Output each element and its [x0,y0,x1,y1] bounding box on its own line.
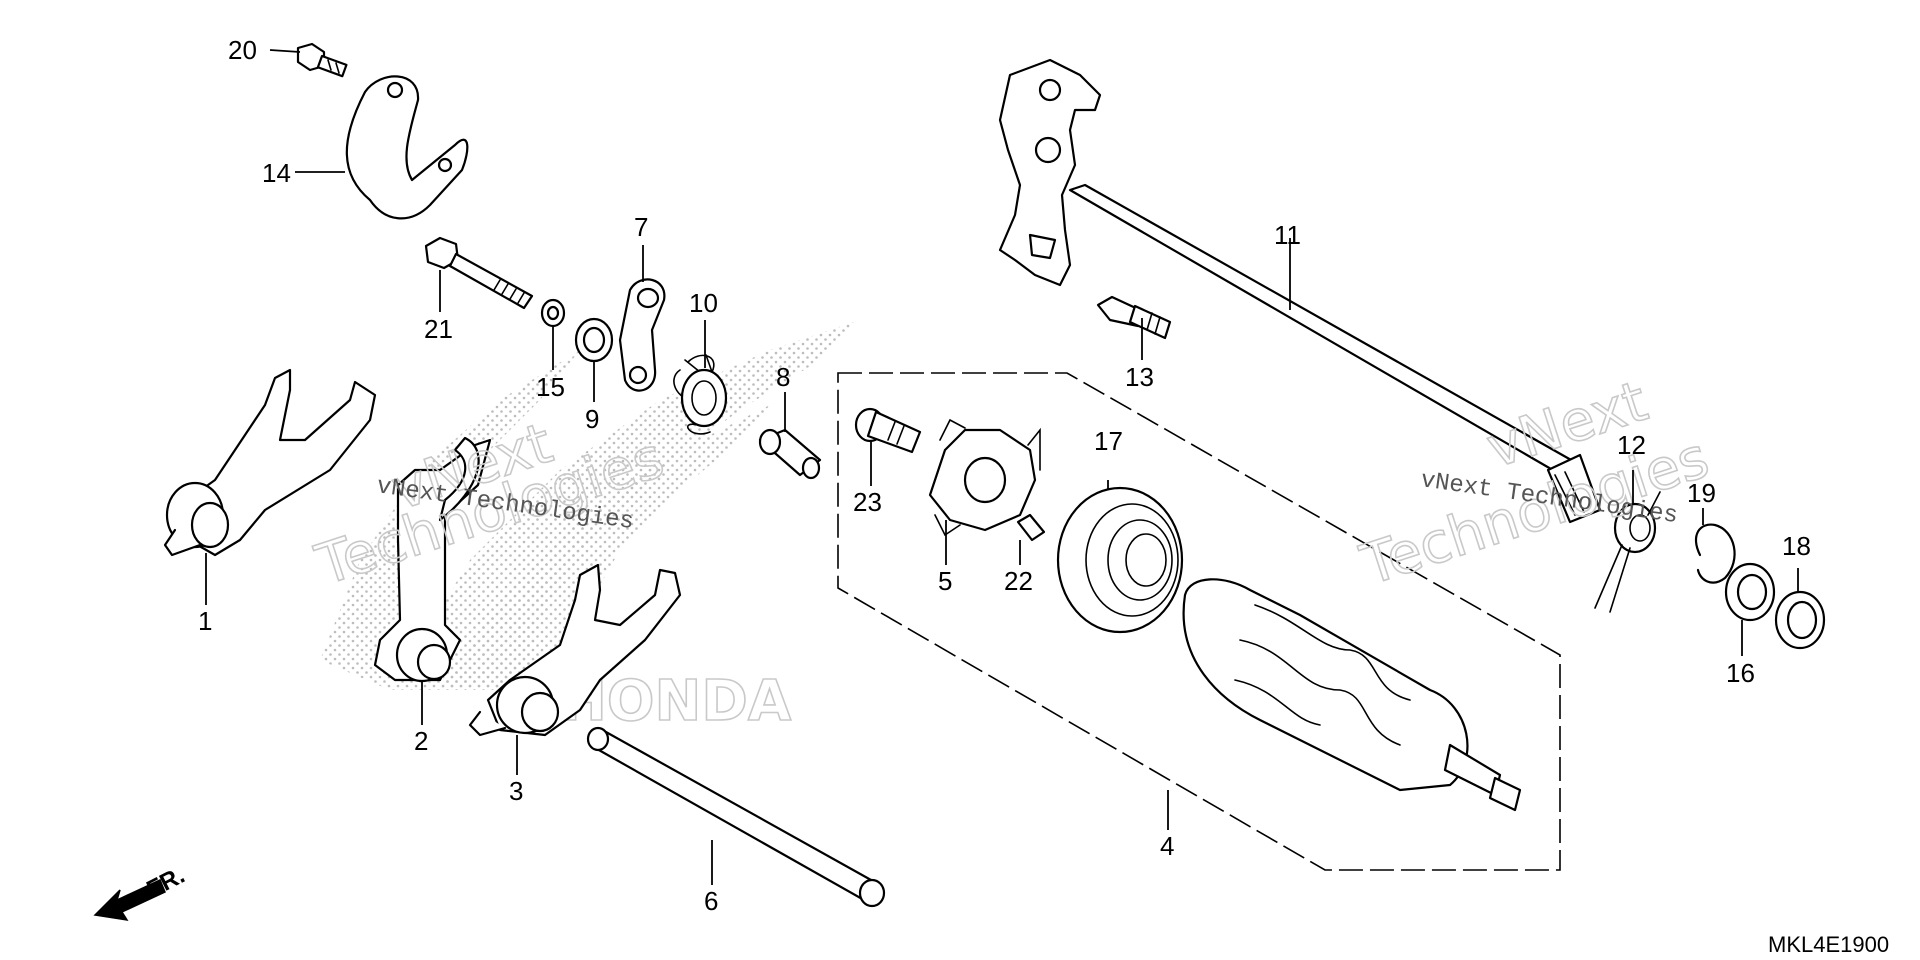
part-2-shift-fork [373,436,492,683]
part-12-return-spring [1594,491,1661,613]
callout-15: 15 [536,372,565,402]
part-7-stopper-arm [618,278,666,392]
part-19-circlip [1694,523,1736,584]
part-18-oil-seal [1774,590,1826,650]
part-11-shift-spindle [998,58,1602,524]
front-arrow-icon: FR. [93,862,189,921]
callout-3: 3 [509,776,523,806]
callout-4: 4 [1160,831,1174,861]
part-15-washer [540,298,566,328]
honda-wing-logo [320,320,860,690]
assembly-4-outline [837,372,1561,871]
part-17-bearing [1056,486,1184,634]
callout-7: 7 [634,212,648,242]
callout-11: 11 [1274,220,1301,250]
callout-18: 18 [1782,531,1811,561]
callout-10: 10 [689,288,718,318]
part-21-long-bolt [424,236,534,310]
part-13-bolt [1096,295,1172,340]
part-5-drum-center [928,418,1041,537]
part-14-hole-2 [437,157,453,173]
callout-20: 20 [228,35,257,65]
callout-23: 23 [853,487,882,517]
part-10-spring [673,354,728,435]
callout-numbers: 20 14 21 15 9 7 10 8 11 13 17 23 5 22 1 … [198,35,1811,916]
callout-22: 22 [1004,566,1033,596]
callout-13: 13 [1125,362,1154,392]
callout-21: 21 [424,314,453,344]
callout-8: 8 [776,362,790,392]
callout-1: 1 [198,606,212,636]
part-9-washer [574,317,614,363]
callout-16: 16 [1726,658,1755,688]
part-6-fork-shaft [586,726,886,908]
part-14-hole [386,81,404,99]
callout-14: 14 [262,158,291,188]
callout-6: 6 [704,886,718,916]
part-4-shift-drum [1182,578,1522,812]
callout-2: 2 [414,726,428,756]
part-20-bolt [296,42,348,78]
callout-17: 17 [1094,426,1123,456]
part-8-pin [758,428,822,480]
diagram-code: MKL4E1900 [1768,932,1889,957]
callout-9: 9 [585,404,599,434]
part-16-washer [1724,562,1776,622]
callout-5: 5 [938,566,952,596]
part-23-bolt [854,407,922,454]
part-14-plate [345,75,469,220]
part-3-shift-fork [468,563,682,737]
callout-12: 12 [1617,430,1646,460]
part-1-shift-fork [163,368,377,557]
callout-19: 19 [1687,478,1716,508]
leader-lines [205,49,1799,885]
part-22-dowel-pin [1016,513,1046,542]
